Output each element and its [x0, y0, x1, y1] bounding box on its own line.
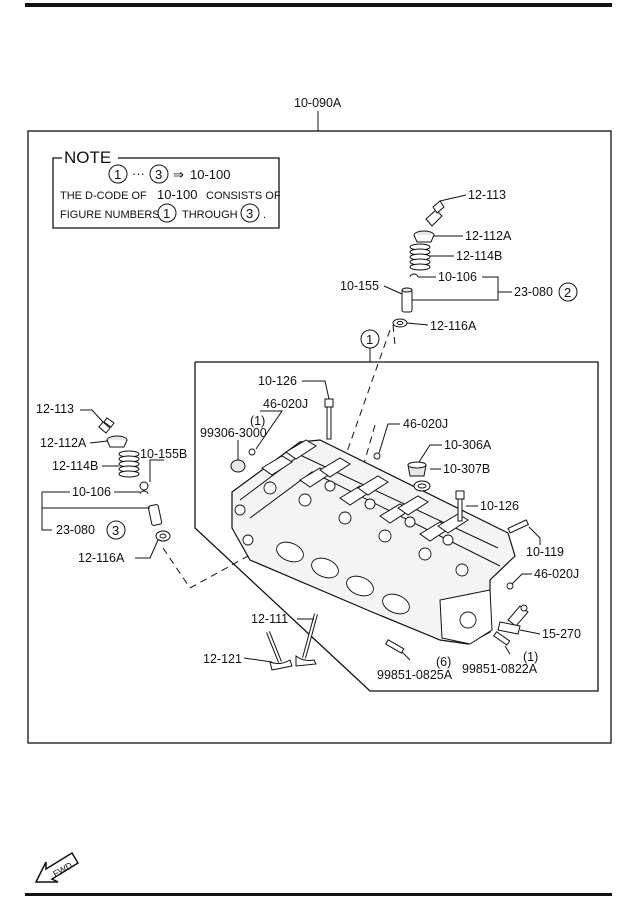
- valve-group-left: [98, 417, 171, 542]
- label-23-080-top[interactable]: 23-080: [514, 285, 553, 299]
- svg-text:2: 2: [564, 285, 571, 300]
- top-rule: [25, 3, 612, 7]
- label-12-113-top[interactable]: 12-113: [468, 188, 506, 202]
- bottom-rule: [25, 893, 612, 896]
- assembly-label[interactable]: 10-090A: [294, 96, 342, 110]
- outer-frame: [27, 130, 612, 744]
- svg-text:1: 1: [114, 167, 121, 182]
- bolt-99851-0822a: [493, 631, 511, 646]
- valve-12-111: [295, 613, 318, 667]
- label-12-113-left[interactable]: 12-113: [36, 402, 74, 416]
- svg-text:···: ···: [132, 166, 145, 181]
- label-99851-0825a[interactable]: 99851-0825A: [377, 668, 453, 682]
- label-15-270[interactable]: 15-270: [542, 627, 581, 641]
- label-99851-0822a[interactable]: 99851-0822A: [462, 662, 538, 676]
- svg-text:CONSISTS OF: CONSISTS OF: [206, 190, 281, 202]
- label-23-080-left[interactable]: 23-080: [56, 523, 95, 537]
- bolt-10-126-right: [455, 490, 465, 522]
- label-12-116a-top[interactable]: 12-116A: [430, 319, 477, 333]
- label-46-020j-a[interactable]: 46-020J: [263, 397, 308, 411]
- plug-46-020j-b: [373, 452, 381, 460]
- svg-text:THROUGH: THROUGH: [182, 209, 238, 221]
- label-99851-0825a-qty: (6): [436, 655, 451, 669]
- label-10-126-top[interactable]: 10-126: [258, 374, 297, 388]
- bolt-10-126-top: [324, 398, 334, 440]
- valve-12-121: [266, 631, 293, 671]
- label-10-155-top[interactable]: 10-155: [340, 279, 379, 293]
- callout-3: [106, 520, 126, 540]
- label-12-114b-left[interactable]: 12-114B: [52, 459, 98, 473]
- plug-46-020j-c: [506, 582, 514, 590]
- note-title: NOTE: [64, 148, 111, 167]
- valve-group-top: [392, 200, 445, 328]
- label-10-119[interactable]: 10-119: [526, 545, 564, 559]
- cap-10-306a: [407, 461, 427, 477]
- svg-text:THE D-CODE OF: THE D-CODE OF: [60, 190, 147, 202]
- svg-text:10-100: 10-100: [190, 167, 230, 182]
- label-10-106-top[interactable]: 10-106: [438, 270, 477, 284]
- label-10-106-left[interactable]: 10-106: [72, 485, 111, 499]
- svg-text:3: 3: [246, 206, 253, 221]
- svg-text:.: .: [263, 209, 266, 221]
- fitting-15-270: [497, 604, 529, 635]
- label-10-155b-left[interactable]: 10-155B: [140, 447, 187, 461]
- cylinder-head: [231, 439, 516, 645]
- plug-99306-3000: [230, 459, 246, 473]
- label-10-306a[interactable]: 10-306A: [444, 438, 492, 452]
- svg-text:⇒: ⇒: [173, 167, 184, 182]
- inner-frame: [194, 361, 599, 692]
- svg-text:10-100: 10-100: [157, 187, 197, 202]
- label-10-307b[interactable]: 10-307B: [443, 462, 490, 476]
- plug-46-020j-a: [248, 448, 256, 456]
- svg-text:3: 3: [112, 523, 119, 538]
- svg-text:3: 3: [155, 167, 162, 182]
- callout-2: [558, 282, 578, 302]
- svg-text:1: 1: [366, 332, 373, 347]
- note-box: NOTE 1 ··· 3 ⇒ 10-100 THE D-CODE OF 10-1…: [52, 148, 281, 229]
- label-12-121[interactable]: 12-121: [203, 652, 242, 666]
- svg-text:FIGURE NUMBERS: FIGURE NUMBERS: [60, 209, 160, 221]
- stud-10-119: [507, 519, 529, 534]
- label-99306-3000[interactable]: 99306-3000: [200, 426, 267, 440]
- label-12-111[interactable]: 12-111: [251, 612, 288, 626]
- fwd-arrow-icon: FWD: [34, 851, 80, 883]
- label-12-116a-left[interactable]: 12-116A: [78, 551, 125, 565]
- svg-text:1: 1: [163, 206, 170, 221]
- label-12-112a-top[interactable]: 12-112A: [465, 229, 512, 243]
- label-12-112a-left[interactable]: 12-112A: [40, 436, 87, 450]
- label-10-126-right[interactable]: 10-126: [480, 499, 519, 513]
- bolt-99851-0825a: [385, 639, 405, 654]
- label-12-114b-top[interactable]: 12-114B: [456, 249, 502, 263]
- label-46-020j-b[interactable]: 46-020J: [403, 417, 448, 431]
- label-99306-qty: (1): [250, 414, 265, 428]
- label-46-020j-c[interactable]: 46-020J: [534, 567, 579, 581]
- label-99851-0822a-qty: (1): [523, 650, 538, 664]
